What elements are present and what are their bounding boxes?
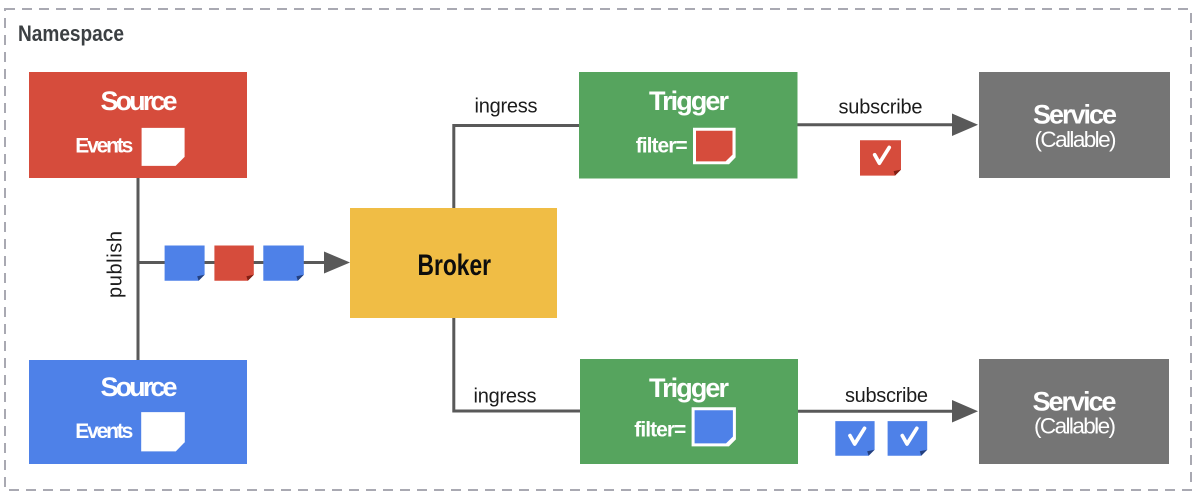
svg-text:ingress: ingress xyxy=(474,386,537,408)
svg-text:Trigger: Trigger xyxy=(649,373,729,403)
svg-text:Service: Service xyxy=(1033,100,1117,130)
svg-text:filter=: filter= xyxy=(634,419,686,442)
svg-text:subscribe: subscribe xyxy=(845,385,928,407)
svg-text:(Callable): (Callable) xyxy=(1034,414,1116,439)
svg-text:Events: Events xyxy=(75,134,133,157)
svg-text:Service: Service xyxy=(1033,386,1117,416)
svg-text:Source: Source xyxy=(101,86,178,116)
svg-text:Broker: Broker xyxy=(418,249,492,282)
svg-text:ingress: ingress xyxy=(475,96,538,118)
svg-text:filter=: filter= xyxy=(636,135,688,158)
svg-text:(Callable): (Callable) xyxy=(1035,127,1117,152)
svg-text:Trigger: Trigger xyxy=(649,86,729,116)
svg-text:Namespace: Namespace xyxy=(18,21,124,46)
svg-text:subscribe: subscribe xyxy=(839,97,923,119)
svg-text:Events: Events xyxy=(75,420,133,443)
svg-text:Source: Source xyxy=(101,372,178,402)
svg-text:publish: publish xyxy=(105,231,127,298)
